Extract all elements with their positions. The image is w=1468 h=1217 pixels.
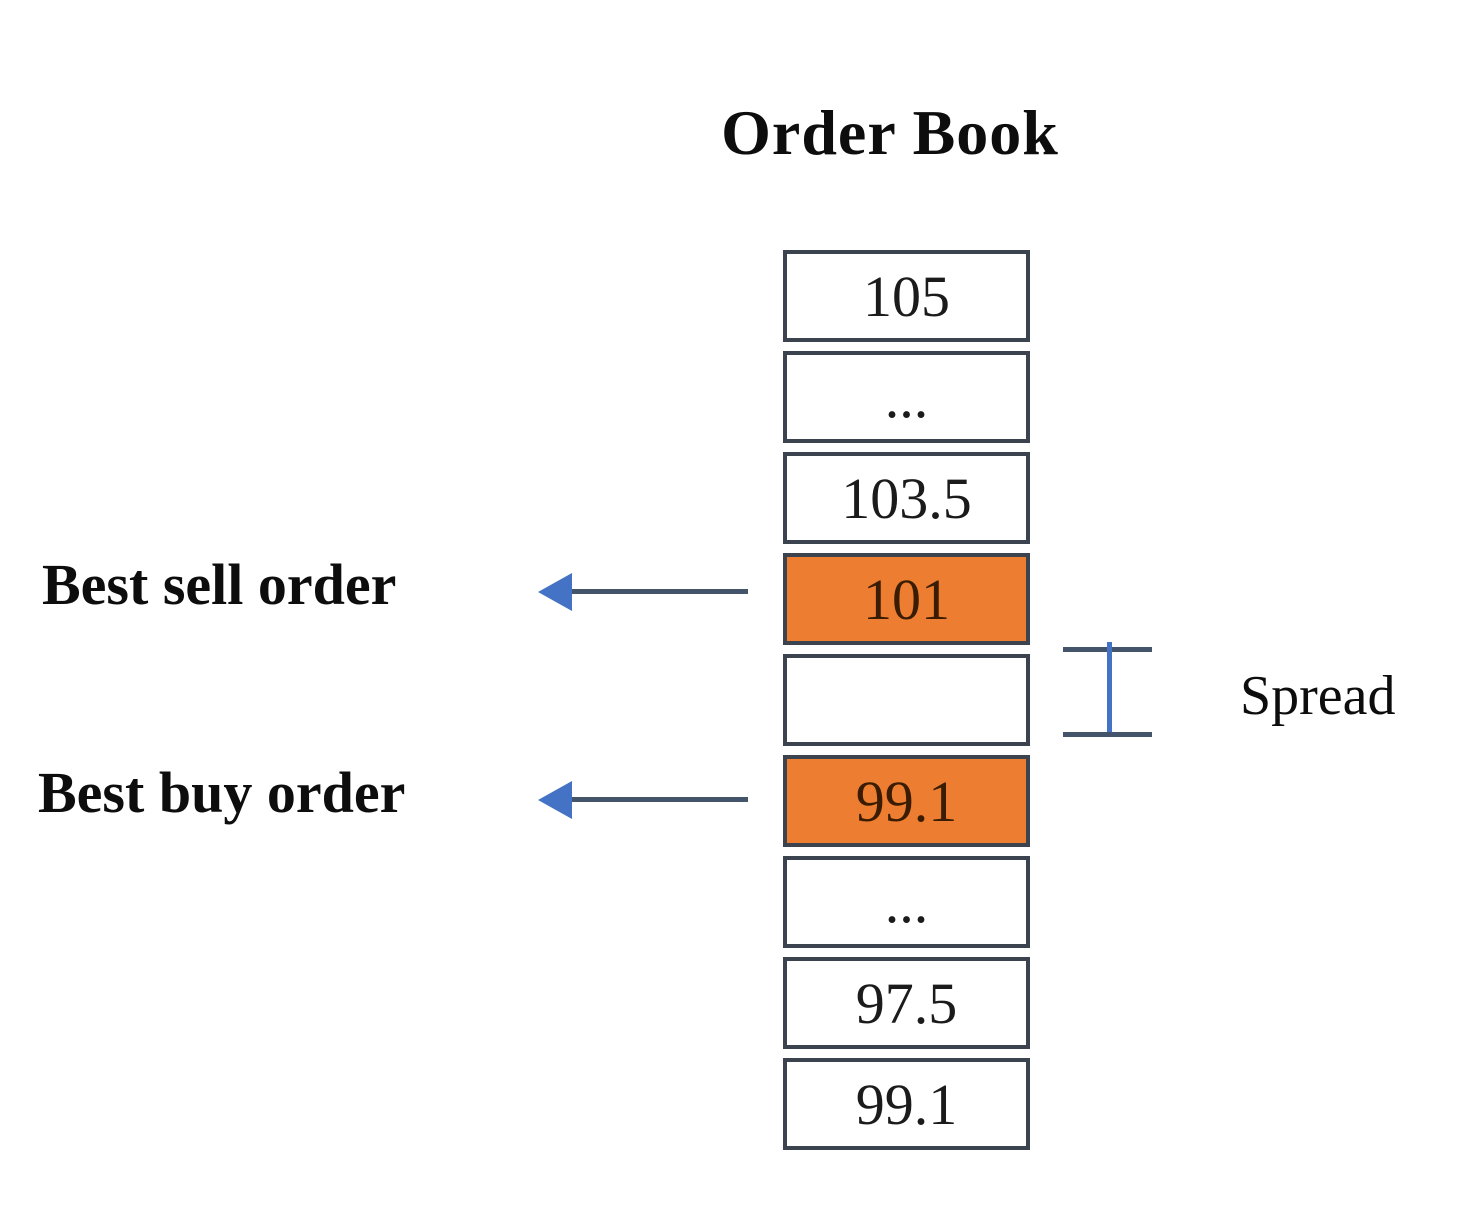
order-book-row: 103.5 <box>783 452 1030 544</box>
order-book-column: 105 ... 103.5 101 99.1 ... 97.5 99.1 <box>783 250 1030 1150</box>
arrow-line <box>566 797 748 802</box>
order-book-row: ... <box>783 351 1030 443</box>
best-buy-order-label: Best buy order <box>38 760 406 825</box>
price-value: ... <box>884 870 929 935</box>
arrow-line <box>566 589 748 594</box>
best-sell-order-label: Best sell order <box>42 552 397 617</box>
order-book-row: ... <box>783 856 1030 948</box>
order-book-row-spread-gap <box>783 654 1030 746</box>
order-book-row: 99.1 <box>783 1058 1030 1150</box>
price-value: 101 <box>863 567 950 632</box>
diagram-title: Order Book <box>721 97 1059 168</box>
price-value: ... <box>884 365 929 430</box>
price-value: 99.1 <box>855 769 958 834</box>
price-value: 103.5 <box>841 466 972 531</box>
order-book-row: 97.5 <box>783 957 1030 1049</box>
price-value: 97.5 <box>855 971 958 1036</box>
spread-bottom-cap <box>1063 732 1152 737</box>
spread-vertical-line <box>1107 642 1112 737</box>
order-book-row: 105 <box>783 250 1030 342</box>
spread-label: Spread <box>1240 665 1396 727</box>
price-value: 99.1 <box>855 1072 958 1137</box>
arrow-left-icon <box>538 781 572 819</box>
order-book-row-best-buy: 99.1 <box>783 755 1030 847</box>
arrow-left-icon <box>538 573 572 611</box>
order-book-row-best-sell: 101 <box>783 553 1030 645</box>
price-value: 105 <box>863 264 950 329</box>
